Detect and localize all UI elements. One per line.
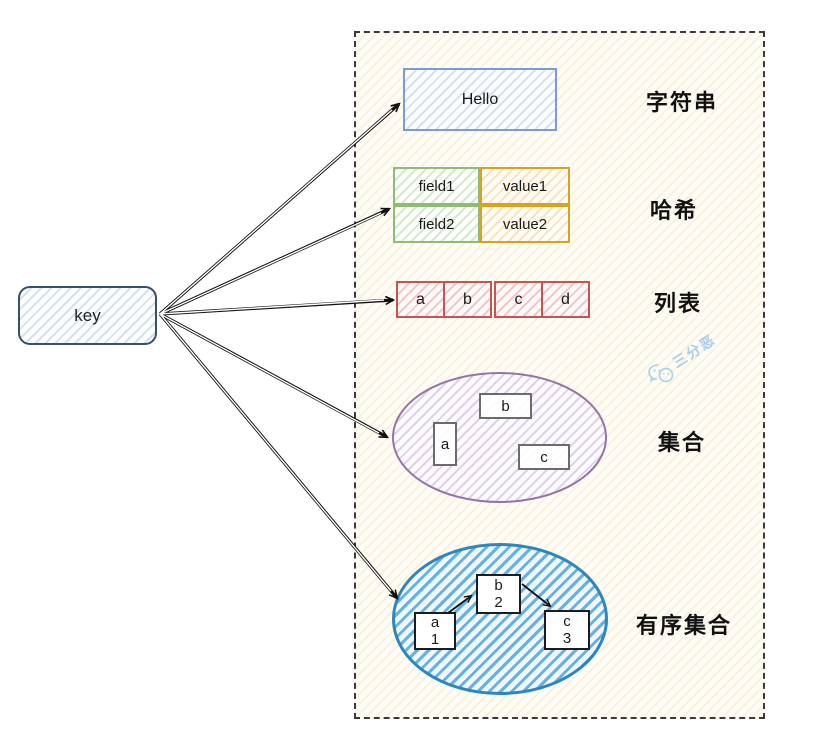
string-value: Hello: [461, 90, 499, 108]
zset-node-c: c 3: [544, 610, 590, 650]
hash-field-cell: field1: [393, 167, 480, 205]
set-item-a-label: a: [440, 435, 450, 453]
set-item-b-label: b: [501, 397, 510, 415]
zset-node-a: a 1: [414, 612, 456, 650]
set-ellipse: [392, 372, 607, 503]
zset-c-score: 3: [562, 630, 572, 647]
string-value-box: Hello: [403, 68, 557, 131]
list-cells: a b c d: [396, 281, 590, 318]
zset-b-score: 2: [494, 594, 503, 611]
list-item-c: c: [514, 290, 523, 308]
key-label: key: [74, 305, 101, 325]
zset-a-score: 1: [430, 631, 440, 648]
set-item-c-label: c: [540, 448, 548, 466]
wechat-icon: [646, 362, 676, 391]
zset-node-b: b 2: [476, 574, 521, 614]
hash-value-2: value2: [502, 215, 548, 233]
list-cell-b: b: [443, 281, 492, 318]
list-item-d: d: [561, 290, 570, 308]
set-type-label: 集合: [658, 430, 707, 456]
hash-value-1: value1: [502, 177, 548, 195]
list-type-label: 列表: [654, 291, 703, 317]
list-item-b: b: [463, 290, 472, 308]
watermark: 三分恶: [644, 331, 774, 398]
zset-a-member: a: [430, 614, 440, 631]
hash-type-label: 哈希: [650, 198, 699, 224]
hash-field-cell: field2: [393, 205, 480, 243]
set-item-b: b: [479, 393, 532, 419]
hash-field-1: field1: [418, 177, 455, 195]
list-cell-c: c: [494, 281, 543, 318]
hash-value-cell: value1: [480, 167, 570, 205]
list-cell-a: a: [396, 281, 445, 318]
zset-c-member: c: [563, 613, 571, 630]
hash-value-cell: value2: [480, 205, 570, 243]
hash-field-2: field2: [418, 215, 455, 233]
zset-b-member: b: [494, 577, 503, 594]
list-item-a: a: [416, 290, 425, 308]
string-type-label: 字符串: [646, 90, 719, 116]
set-item-c: c: [518, 444, 570, 470]
set-item-a: a: [433, 422, 457, 466]
zset-type-label: 有序集合: [636, 613, 733, 639]
list-cell-d: d: [541, 281, 590, 318]
key-node: key: [18, 286, 157, 345]
hash-table: field1 value1 field2 value2: [393, 167, 570, 243]
